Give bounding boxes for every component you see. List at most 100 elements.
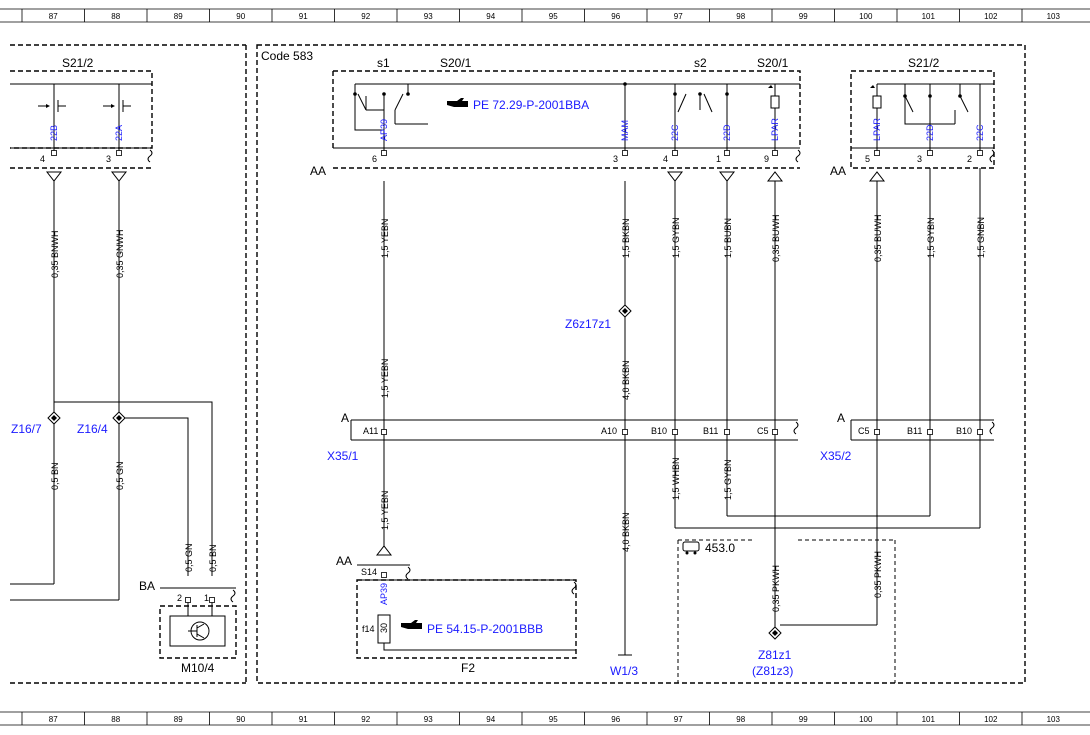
pin-contact xyxy=(977,150,983,156)
wire-label: 4,0 BKBN xyxy=(621,360,631,400)
signal-mam: MAM xyxy=(620,120,630,141)
wire-label: 1,5 YEBN xyxy=(380,491,390,530)
ruler-column-label: 99 xyxy=(799,715,808,724)
level-aa-1: AA xyxy=(310,164,326,178)
pin-contact xyxy=(381,429,387,435)
signal-22b: 22B xyxy=(49,125,59,141)
ruler-column-label: 102 xyxy=(984,12,998,21)
pin-5-right: 5 xyxy=(865,154,870,164)
pin-contact xyxy=(724,150,730,156)
wire-label: 0,35 PKWH xyxy=(873,551,883,598)
wire-label: 0,5 GN xyxy=(115,461,125,490)
pin-contact xyxy=(772,150,778,156)
code-label: Code 583 xyxy=(261,49,313,63)
level-aa-2: AA xyxy=(830,164,846,178)
pin-contact xyxy=(977,429,983,435)
label-m10-4: M10/4 xyxy=(181,661,215,675)
level-a-1: A xyxy=(341,411,349,425)
ruler-column-label: 88 xyxy=(111,12,120,21)
wire-label: 1,5 GYBN xyxy=(671,217,681,258)
level-aa-3: AA xyxy=(336,554,352,568)
ruler-column-label: 91 xyxy=(299,715,308,724)
splice-z16-4: Z16/4 xyxy=(77,422,108,436)
connector-x35-1: A X35/1 A11 A10 B10 B11 C5 xyxy=(327,411,799,463)
connector-x35-2: A X35/2 C5 B11 B10 xyxy=(820,411,995,463)
ruler-column-label: 90 xyxy=(236,715,245,724)
label-s21-2-left: S21/2 xyxy=(62,56,94,70)
wires xyxy=(10,168,981,656)
signal-ap39-b: AP39 xyxy=(379,583,389,605)
car-icon xyxy=(682,541,700,555)
pin-1-mid: 1 xyxy=(716,154,721,164)
ruler-column-label: 94 xyxy=(486,715,495,724)
pin-contact xyxy=(381,150,387,156)
label-s14: S14 xyxy=(361,567,377,577)
pin-30: 30 xyxy=(379,623,389,633)
splice-icon xyxy=(47,411,61,425)
lamp-icon xyxy=(870,84,882,154)
ruler-column-label: 89 xyxy=(174,12,183,21)
pin-b11-right: B11 xyxy=(907,426,922,436)
component-m10-4: BA 2 1 M10/4 xyxy=(139,579,237,675)
component-s21-2-left: S21/2 22B 22A 4 3 xyxy=(10,56,153,169)
ruler-column-label: 97 xyxy=(674,715,683,724)
label-w1-3: W1/3 xyxy=(610,664,638,678)
pin-contacts xyxy=(51,150,983,603)
wire-label: 0,35 BNWH xyxy=(50,230,60,278)
ruler-column-label: 88 xyxy=(111,715,120,724)
ruler-column-label: 93 xyxy=(424,715,433,724)
wire-labels: 0,35 BNWH 0,35 GNWH 1,5 YEBN 1,5 BKBN 1,… xyxy=(50,214,986,612)
pin-3-mid: 3 xyxy=(613,154,618,164)
label-s2: s2 xyxy=(694,56,707,70)
pin-contact xyxy=(874,429,880,435)
signal-22c-a: 22C xyxy=(670,124,680,141)
pin-6: 6 xyxy=(372,154,377,164)
pin-2-right: 2 xyxy=(967,154,972,164)
pin-1-ba: 1 xyxy=(204,593,209,603)
pin-contact xyxy=(622,429,628,435)
wire-label: 1,5 BUBN xyxy=(723,218,733,258)
pushbutton-switch-icon xyxy=(103,98,131,112)
changeover-switch-icon xyxy=(904,84,981,154)
pin-contact xyxy=(672,429,678,435)
ruler-column-label: 100 xyxy=(859,12,873,21)
label-s1: s1 xyxy=(377,56,390,70)
pin-4-left: 4 xyxy=(40,154,45,164)
wire-label: 0,5 BN xyxy=(208,544,218,572)
lamp-icon xyxy=(768,84,780,154)
ruler-column-label: 93 xyxy=(424,12,433,21)
ref-pe-72: PE 72.29-P-2001BBA xyxy=(473,98,589,112)
pin-a11: A11 xyxy=(363,426,378,436)
component-f2: AA S14 AP39 30 f14 PE 54.15-P-2001BBB F2 xyxy=(336,554,577,675)
signal-lpar-b: LPAR xyxy=(872,118,882,141)
ref-pe-54: PE 54.15-P-2001BBB xyxy=(427,622,543,636)
vehicle-ref: 453.0 xyxy=(705,541,735,555)
changeover-switch-icon xyxy=(674,84,728,154)
pin-contact xyxy=(772,429,778,435)
wire-label: 1,5 WHBN xyxy=(671,457,681,500)
pushbutton-switch-icon xyxy=(38,98,66,112)
wire-label: 4,0 BKBN xyxy=(621,512,631,552)
component-s20-1: s1 S20/1 s2 S20/1 PE 72.29-P-2001BBA MAM xyxy=(310,56,801,178)
signal-ap39: AP39 xyxy=(379,119,389,141)
pin-b11-mid: B11 xyxy=(703,426,718,436)
wire-label: 0,35 PKWH xyxy=(771,565,781,612)
ruler-column-label: 90 xyxy=(236,12,245,21)
label-x35-2: X35/2 xyxy=(820,449,852,463)
pin-c5-mid: C5 xyxy=(757,426,769,436)
ruler-column-label: 96 xyxy=(611,12,620,21)
wire-label: 1,5 GYBN xyxy=(723,459,733,500)
label-s20-1-b: S20/1 xyxy=(757,56,789,70)
ruler-column-label: 98 xyxy=(736,715,745,724)
pin-9-mid: 9 xyxy=(764,154,769,164)
label-ba: BA xyxy=(139,579,155,593)
label-s21-2-right: S21/2 xyxy=(908,56,940,70)
ruler-column-label: 92 xyxy=(361,715,370,724)
splice-icon xyxy=(112,411,126,425)
pin-4-mid: 4 xyxy=(663,154,668,164)
ruler-column-label: 91 xyxy=(299,12,308,21)
splices: Z6z17z1 Z16/7 Z16/4 Z81z1 (Z81z3) xyxy=(11,304,793,678)
signal-lpar-a: LPAR xyxy=(770,118,780,141)
